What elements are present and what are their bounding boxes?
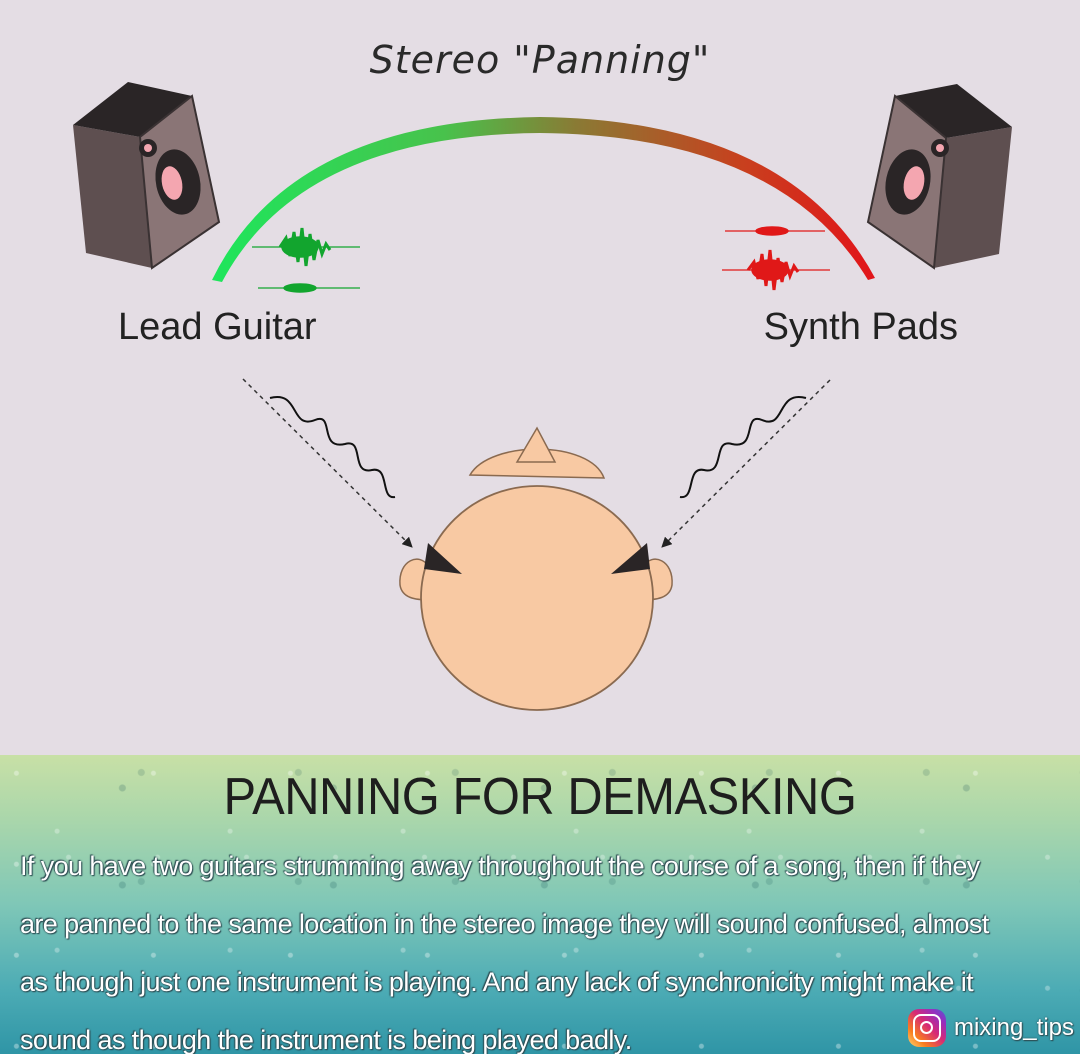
left-channel-label: Lead Guitar (118, 306, 317, 348)
left-sound-wave-icon (242, 378, 413, 548)
listener-head-icon (399, 426, 673, 711)
panel-title: PANNING FOR DEMASKING (223, 768, 857, 826)
body-line: sound as though the instrument is being … (20, 1025, 632, 1054)
body-line: as though just one instrument is playing… (20, 967, 974, 997)
info-panel: PANNING FOR DEMASKING If you have two gu… (0, 755, 1080, 1054)
right-channel-label: Synth Pads (763, 306, 958, 348)
right-speaker-icon (866, 84, 1012, 270)
diagram-canvas (73, 82, 1012, 711)
panel-body: If you have two guitars strumming away t… (20, 837, 1070, 1054)
panning-diagram: Stereo "Panning" Lead Guitar Synth Pads (73, 38, 1012, 711)
instagram-icon[interactable] (907, 1009, 946, 1047)
body-line: are panned to the same location in the s… (20, 909, 989, 939)
panel-texture (0, 755, 1080, 1054)
diagram-title: Stereo "Panning" (369, 38, 711, 82)
instagram-credit[interactable]: mixing_tips (907, 1006, 1074, 1050)
credit-handle[interactable]: mixing_tips (953, 1014, 1074, 1041)
panning-arc (212, 117, 875, 282)
left-waveform-icon (252, 227, 360, 293)
right-sound-wave-icon (661, 379, 831, 548)
right-waveform-icon (722, 226, 830, 291)
body-line: If you have two guitars strumming away t… (20, 851, 980, 881)
left-speaker-icon (73, 82, 221, 270)
